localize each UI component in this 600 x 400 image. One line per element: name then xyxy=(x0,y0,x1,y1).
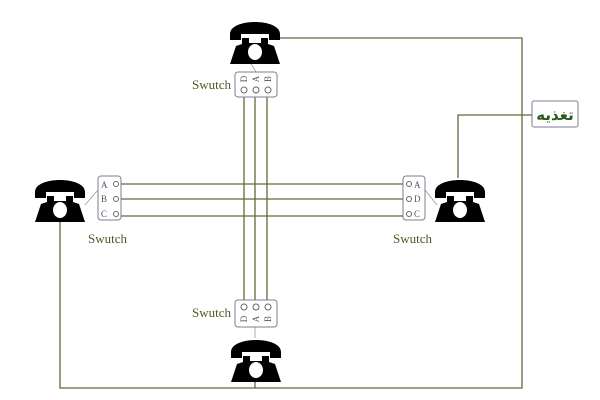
switch-bottom-letter: B xyxy=(263,316,273,322)
switch-bottom: D A B Swutch xyxy=(192,299,278,328)
switch-label-top: Swutch xyxy=(192,77,232,92)
switch-left-letter: A xyxy=(101,180,108,190)
power-supply-box: تغذیه xyxy=(531,100,579,128)
switch-bottom-letter: A xyxy=(251,315,261,322)
switch-left-letter: B xyxy=(101,194,107,204)
switch-label-bottom: Swutch xyxy=(192,305,232,320)
telephone-icon-top xyxy=(230,22,280,64)
switch-right-letter: A xyxy=(414,180,421,190)
telephone-icon-left xyxy=(35,180,85,222)
switch-bottom-letter: D xyxy=(239,315,249,322)
telephone-icon-bottom xyxy=(231,340,281,382)
wires xyxy=(59,37,532,389)
power-label: تغذیه xyxy=(536,106,574,124)
switch-right-letter: C xyxy=(414,209,420,219)
switch-right: A D C Swutch xyxy=(393,175,433,246)
switch-label-left: Swutch xyxy=(88,231,128,246)
switch-label-right: Swutch xyxy=(393,231,433,246)
switch-top: D A B Swutch xyxy=(192,71,278,98)
switch-right-letter: D xyxy=(414,194,421,204)
switch-top-letter: A xyxy=(251,75,261,82)
telephone-icon-right xyxy=(435,180,485,222)
switch-top-letter: B xyxy=(263,76,273,82)
switch-top-letter: D xyxy=(239,75,249,82)
switch-left-letter: C xyxy=(101,209,107,219)
switch-left: A B C Swutch xyxy=(88,175,128,246)
